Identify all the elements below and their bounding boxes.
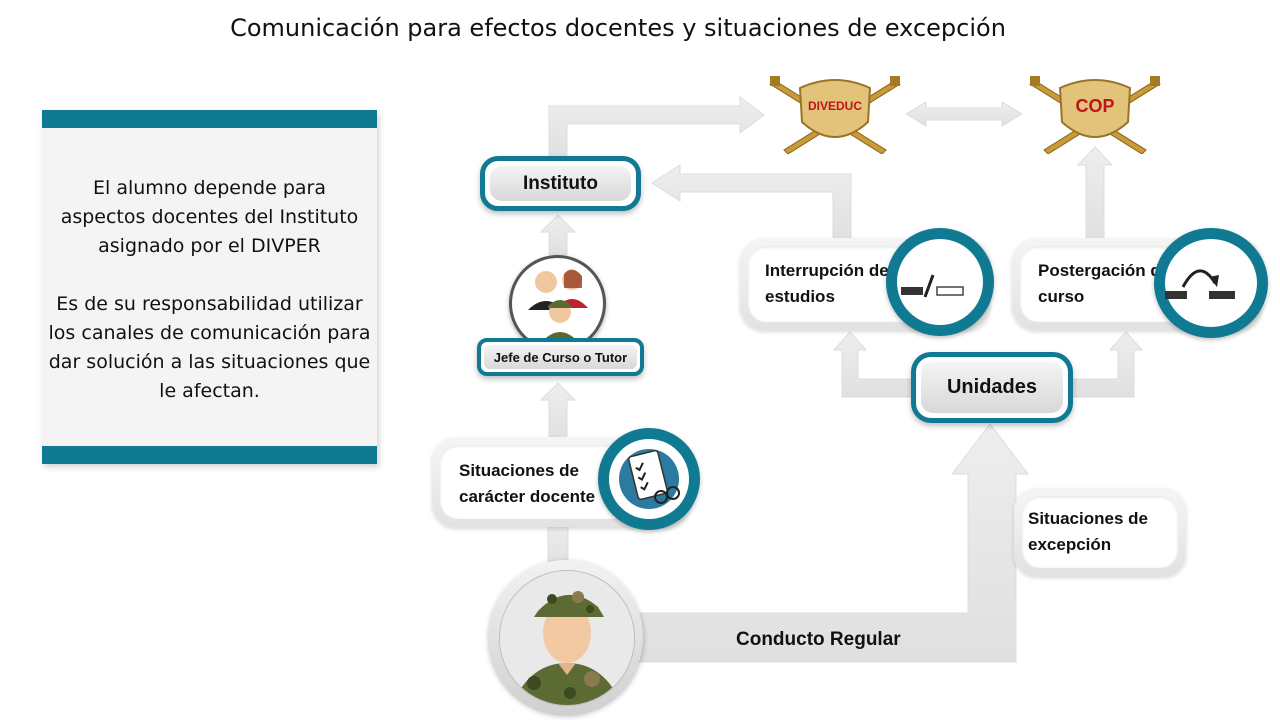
arrow-instituto-diveduc: [548, 96, 765, 159]
arrow-diveduc-cop: [905, 101, 1023, 127]
instituto-label: Instituto: [490, 166, 631, 201]
soldier-avatar: [489, 560, 643, 714]
diveduc-label: DIVEDUC: [808, 99, 862, 113]
excepcion-card-inner: [1022, 496, 1178, 568]
conducto-regular-label: Conducto Regular: [736, 629, 901, 650]
jefe-avatar: [509, 255, 606, 352]
jefe-node: Jefe de Curso o Tutor: [477, 338, 644, 376]
unidades-node: Unidades: [911, 352, 1073, 423]
broken-line-icon: [901, 274, 964, 298]
arrow-jefe-instituto: [539, 214, 577, 256]
shield-icon: [798, 79, 872, 138]
unidades-label: Unidades: [921, 362, 1063, 413]
panel-paragraph-1: El alumno depende para aspectos docentes…: [60, 177, 359, 257]
excepcion-card: Situaciones de excepción: [1014, 488, 1186, 576]
arrow-docente-jefe: [539, 382, 577, 441]
docente-label: Situaciones de carácter docente: [459, 461, 596, 506]
cop-label: COP: [1075, 96, 1114, 116]
info-panel: El alumno depende para aspectos docentes…: [42, 110, 377, 464]
panel-top-bar: [42, 110, 377, 128]
arrow-unidades-postergacion: [1067, 331, 1144, 398]
soldier-icon: [500, 571, 634, 705]
panel-text: El alumno depende para aspectos docentes…: [48, 174, 371, 435]
arrow-postergacion-cop: [1076, 146, 1114, 241]
postergacion-ring: [1154, 228, 1268, 338]
interrupcion-label: Interrupción de estudios: [765, 261, 889, 306]
excepcion-label: Situaciones de excepción: [1028, 509, 1148, 554]
diveduc-emblem: DIVEDUC: [769, 76, 901, 154]
soldier-avatar-inner: [499, 570, 635, 706]
docente-ring: [598, 428, 700, 530]
jump-over-icon: [1165, 269, 1235, 299]
checklist-icon: [619, 449, 680, 509]
shield-icon: [1058, 79, 1132, 138]
jefe-label: Jefe de Curso o Tutor: [484, 345, 637, 369]
people-group-icon: [528, 269, 588, 344]
interrupcion-ring: [886, 228, 994, 336]
instituto-node: Instituto: [480, 156, 641, 211]
cop-emblem: COP: [1029, 76, 1161, 154]
arrow-interrupcion-instituto: [651, 164, 852, 241]
panel-paragraph-2: Es de su responsabilidad utilizar los ca…: [48, 293, 371, 402]
postergacion-label: Postergación de curso: [1038, 261, 1171, 306]
page-title: Comunicación para efectos docentes y sit…: [230, 14, 1006, 42]
arrow-unidades-interrupcion: [832, 331, 916, 398]
panel-bottom-bar: [42, 446, 377, 464]
